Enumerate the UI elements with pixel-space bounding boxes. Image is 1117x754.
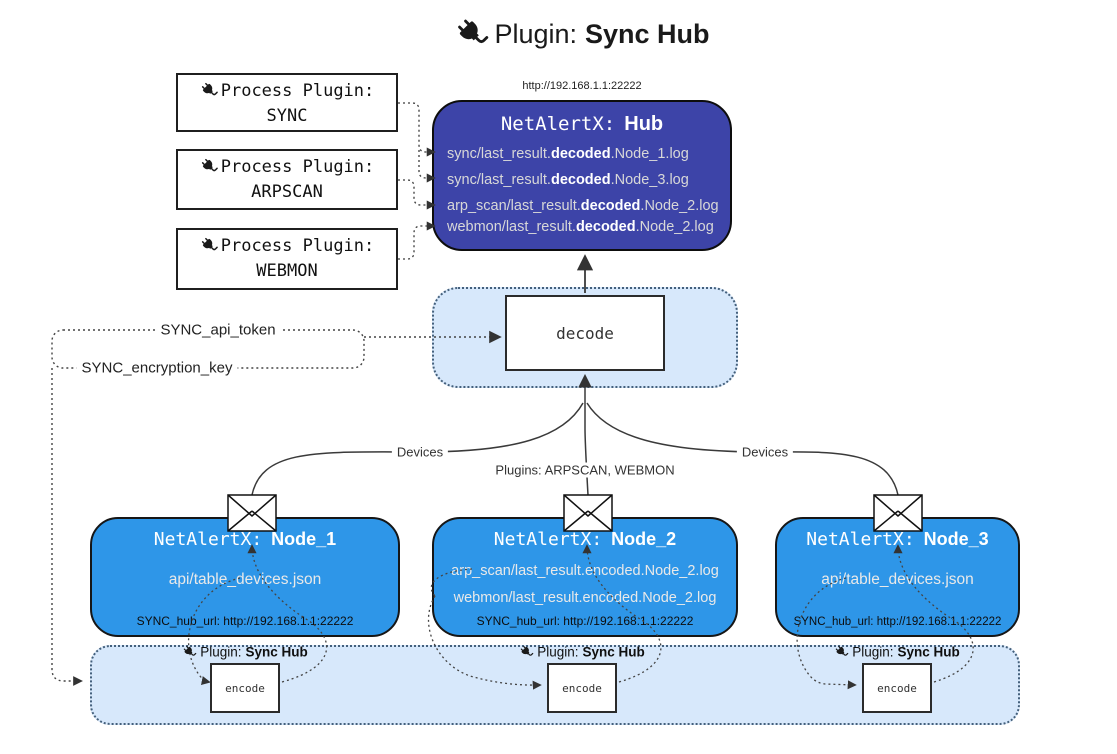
node-box-node2: NetAlertX:Node_2 arp_scan/last_result.en… xyxy=(432,517,738,637)
process-plugin-label: Process Plugin: xyxy=(178,79,396,104)
band-plugin-label: Plugin:Sync Hub xyxy=(519,645,645,660)
process-plugin-box-arpscan: Process Plugin: ARPSCAN xyxy=(176,149,398,210)
process-plugin-name: WEBMON xyxy=(256,261,318,281)
process-plugin-name: ARPSCAN xyxy=(251,182,323,202)
process-plugin-label: Process Plugin: xyxy=(178,234,396,259)
hub-log-row: webmon/last_result.decoded.Node_2.log xyxy=(447,219,714,235)
node-title: NetAlertX:Node_1 xyxy=(153,529,337,550)
node-title: NetAlertX:Node_3 xyxy=(806,529,989,550)
edge-label-devices-right: Devices xyxy=(736,444,794,460)
encode-box: encode xyxy=(210,663,280,713)
encode-box: encode xyxy=(862,663,932,713)
process-plugin-label: Process Plugin: xyxy=(178,155,396,180)
plug-icon xyxy=(520,646,534,656)
node-box-node3: NetAlertX:Node_3 api/table_devices.json … xyxy=(775,517,1020,637)
title-prefix: Plugin: xyxy=(494,18,578,49)
plug-icon xyxy=(835,646,849,656)
edge-label-plugins-middle: Plugins: ARPSCAN, WEBMON xyxy=(490,462,680,478)
encode-box: encode xyxy=(547,663,617,713)
hub-title-name: Hub xyxy=(624,113,664,135)
plug-icon xyxy=(201,237,218,251)
process-plugin-name: SYNC xyxy=(266,106,308,126)
hub-log-row: arp_scan/last_result.decoded.Node_2.log xyxy=(447,198,719,214)
plug-icon xyxy=(458,19,489,44)
decode-label: decode xyxy=(556,323,614,343)
diagram-title: Plugin: Sync Hub xyxy=(454,16,710,52)
node-file: api/table_devices.json xyxy=(821,571,974,588)
hub-log-row: sync/last_result.decoded.Node_3.log xyxy=(447,172,689,188)
node-file: arp_scan/last_result.encoded.Node_2.log xyxy=(451,563,719,579)
hub-box: NetAlertX: Hub sync/last_result.decoded.N… xyxy=(432,100,732,251)
edge-label-devices-left: Devices xyxy=(391,444,449,460)
edge-process-plugins-to-hub xyxy=(398,102,436,260)
node-hub-url: SYNC_hub_url: http://192.168.1.1:22222 xyxy=(136,614,354,628)
node-hub-url: SYNC_hub_url: http://192.168.1.1:22222 xyxy=(476,614,694,628)
node-file: api/table_devices.json xyxy=(168,571,322,588)
node-hub-url: SYNC_hub_url: http://192.168.1.1:22222 xyxy=(793,616,1002,628)
title-name: Sync Hub xyxy=(585,18,710,49)
process-plugin-box-webmon: Process Plugin: WEBMON xyxy=(176,228,398,290)
hub-title: NetAlertX: Hub xyxy=(434,113,730,136)
band-plugin-label: Plugin:Sync Hub xyxy=(182,645,308,660)
hub-log-row: sync/last_result.decoded.Node_1.log xyxy=(447,146,689,162)
plug-icon xyxy=(201,82,218,96)
setting-label-sync-encryption-key: SYNC_encryption_key xyxy=(76,359,238,377)
band-plugin-label: Plugin:Sync Hub xyxy=(834,645,960,660)
process-plugin-box-sync: Process Plugin: SYNC xyxy=(176,73,398,132)
plug-icon xyxy=(183,646,197,656)
decode-box: decode xyxy=(505,295,665,371)
node-title: NetAlertX:Node_2 xyxy=(493,529,677,550)
node-box-node1: NetAlertX:Node_1 api/table_devices.json … xyxy=(90,517,400,637)
node-file: webmon/last_result.encoded.Node_2.log xyxy=(453,590,717,606)
hub-url-label: http://192.168.1.1:22222 xyxy=(522,80,642,92)
hub-title-prefix: NetAlertX: xyxy=(500,113,616,135)
setting-label-sync-api-token: SYNC_api_token xyxy=(155,321,281,339)
plug-icon xyxy=(201,158,218,172)
